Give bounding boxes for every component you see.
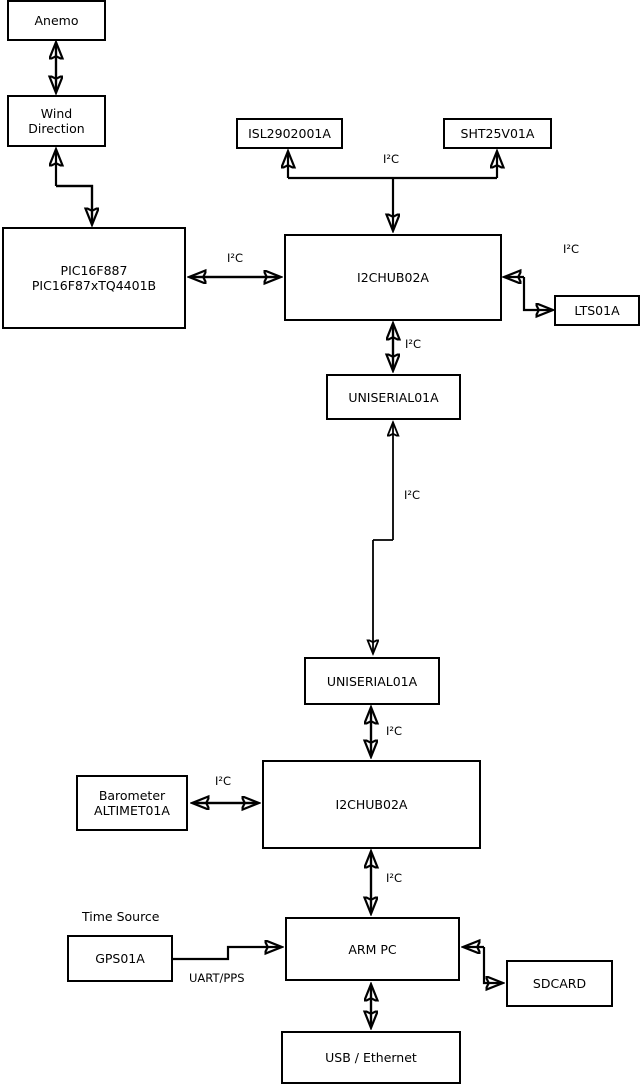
edge-label-i2c-uniserial-hub-bottom: I²C xyxy=(386,724,403,738)
node-pic-label-line2: PIC16F87xTQ4401B xyxy=(31,278,157,293)
node-isl2902001a-label: ISL2902001A xyxy=(248,126,331,141)
node-gps01a-label: GPS01A xyxy=(95,951,145,966)
node-uniserial01a-bottom[interactable]: UNISERIAL01A xyxy=(304,657,440,705)
node-barometer-altimet01a[interactable]: Barometer ALTIMET01A xyxy=(76,775,188,831)
node-i2chub02a-top-label: I2CHUB02A xyxy=(357,270,429,285)
node-pic-label-line1: PIC16F887 xyxy=(60,263,128,278)
edge-label-uart-pps: UART/PPS xyxy=(189,971,245,985)
node-sht25v01a-label: SHT25V01A xyxy=(460,126,535,141)
node-barometer-label-line1: Barometer xyxy=(98,788,166,803)
edge-label-i2c-hub-lts: I²C xyxy=(563,242,580,256)
node-anemo-label: Anemo xyxy=(34,13,79,28)
node-i2chub02a-bottom[interactable]: I2CHUB02A xyxy=(262,760,481,849)
edge-label-i2c-hub-uniserial: I²C xyxy=(405,337,422,351)
node-sdcard-label: SDCARD xyxy=(532,976,587,991)
node-lts01a-label: LTS01A xyxy=(574,303,620,318)
edge-label-i2c-barometer-hub: I²C xyxy=(215,774,232,788)
edge-label-i2c-uniserial-link: I²C xyxy=(404,488,421,502)
edge-label-i2c-hub-armpc: I²C xyxy=(386,871,403,885)
node-barometer-label-line2: ALTIMET01A xyxy=(94,803,170,818)
connector-hub-to-lts xyxy=(522,277,552,310)
node-usb-ethernet[interactable]: USB / Ethernet xyxy=(281,1031,461,1084)
node-arm-pc-label: ARM PC xyxy=(348,941,397,957)
node-uniserial01a-top[interactable]: UNISERIAL01A xyxy=(326,374,461,420)
node-uniserial01a-top-label: UNISERIAL01A xyxy=(348,389,439,405)
node-wind-direction[interactable]: Wind Direction xyxy=(7,95,106,147)
node-i2chub02a-bottom-label: I2CHUB02A xyxy=(335,797,408,812)
node-anemo[interactable]: Anemo xyxy=(7,0,106,41)
node-usb-ethernet-label: USB / Ethernet xyxy=(325,1050,417,1065)
node-arm-pc[interactable]: ARM PC xyxy=(285,917,460,981)
node-pic-microcontroller[interactable]: PIC16F887 PIC16F87xTQ4401B xyxy=(2,227,186,329)
node-lts01a[interactable]: LTS01A xyxy=(554,295,640,326)
label-time-source: Time Source xyxy=(82,909,160,924)
node-sht25v01a[interactable]: SHT25V01A xyxy=(443,118,552,149)
edge-label-i2c-sensors-top: I²C xyxy=(383,152,400,166)
node-gps01a[interactable]: GPS01A xyxy=(67,935,173,982)
edge-label-i2c-pic-hub: I²C xyxy=(227,251,244,265)
connector-gps-armpc xyxy=(173,947,281,961)
connector-armpc-to-sdcard xyxy=(482,947,502,983)
connector-pic-to-wind xyxy=(56,184,94,224)
node-i2chub02a-top[interactable]: I2CHUB02A xyxy=(284,234,502,321)
node-sdcard[interactable]: SDCARD xyxy=(506,960,613,1007)
node-wind-direction-label-line1: Wind xyxy=(40,106,73,121)
node-wind-direction-label-line2: Direction xyxy=(28,121,85,136)
node-uniserial01a-bottom-label: UNISERIAL01A xyxy=(326,673,418,689)
node-isl2902001a[interactable]: ISL2902001A xyxy=(236,118,343,149)
connector-wind-to-pic xyxy=(56,184,92,224)
